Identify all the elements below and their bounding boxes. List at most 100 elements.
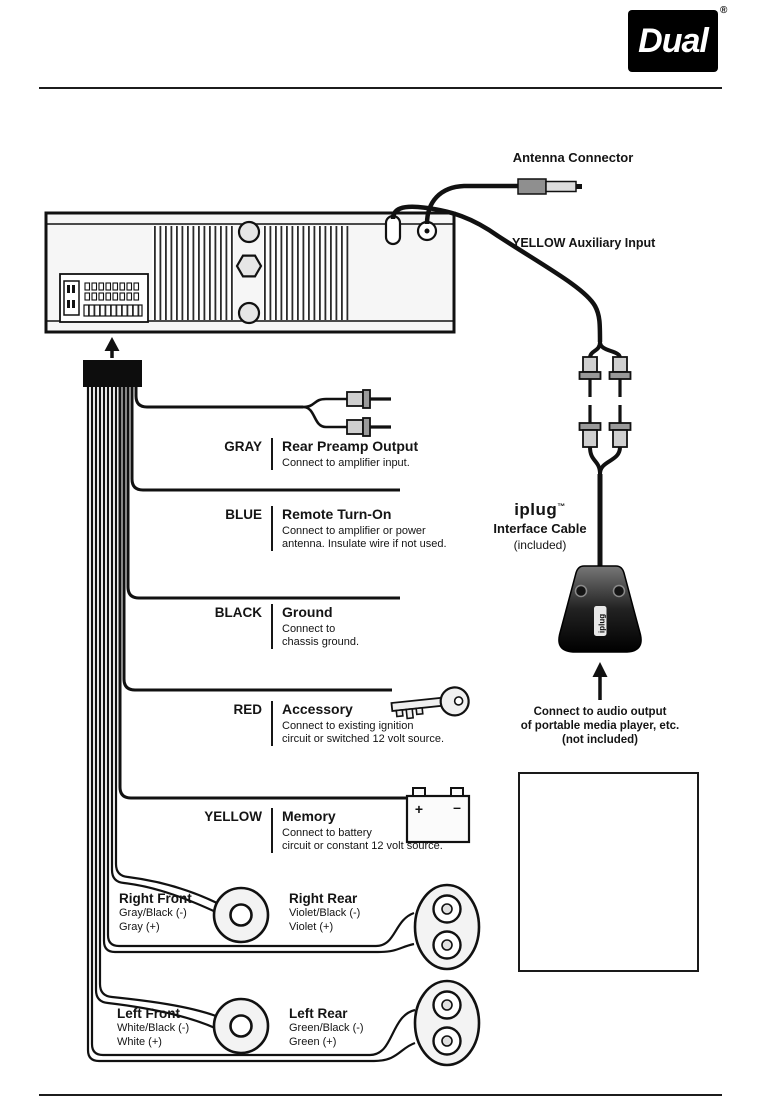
wire-right-rear bbox=[106, 387, 415, 948]
hex-nut-icon bbox=[235, 254, 263, 278]
battery-icon: + – bbox=[405, 787, 471, 844]
wire-desc: Connect to amplifier or power antenna. I… bbox=[282, 525, 447, 550]
speaker-neg: Violet/Black (-) bbox=[289, 907, 361, 919]
registered-mark: ® bbox=[720, 5, 728, 16]
wire-blue bbox=[130, 387, 400, 492]
wire-desc: Connect to amplifier input. bbox=[282, 457, 410, 469]
wire-color-name: RED bbox=[233, 702, 262, 717]
wire-label-blue: BLUE Remote Turn-On Connect to amplifier… bbox=[160, 506, 447, 551]
speaker-label-left-rear: Left Rear Green/Black (-) Green (+) bbox=[289, 1006, 364, 1049]
label-divider bbox=[271, 701, 273, 746]
brand-logo-text: Dual bbox=[638, 21, 709, 60]
iplug-wordmark: iplug bbox=[514, 500, 558, 519]
speaker-left-front-icon bbox=[212, 997, 270, 1055]
brand-logo: Dual bbox=[628, 10, 718, 72]
rca-plug-right-bottom-icon bbox=[346, 417, 391, 437]
antenna-connector-label: Antenna Connector bbox=[512, 150, 634, 165]
rca-plug-up-left-icon bbox=[578, 405, 602, 448]
wire-yellow bbox=[118, 387, 407, 800]
media-player-note: Connect to audio output of portable medi… bbox=[520, 706, 680, 746]
antenna-cable bbox=[424, 183, 518, 225]
iplug-included-label: (included) bbox=[513, 538, 567, 552]
heatsink-fins-left bbox=[152, 226, 234, 320]
label-divider bbox=[271, 506, 273, 551]
rca-plug-down-right-icon bbox=[608, 356, 632, 397]
head-unit-rear-view bbox=[44, 211, 456, 334]
wire-text: Memory Connect to battery circuit or con… bbox=[282, 808, 443, 853]
aux-cable bbox=[390, 204, 603, 343]
wire-label-black: BLACK Ground Connect to chassis ground. bbox=[160, 604, 359, 649]
empty-notes-box bbox=[518, 772, 699, 972]
label-divider bbox=[271, 604, 273, 649]
bottom-divider bbox=[39, 1094, 722, 1096]
speaker-neg: Green/Black (-) bbox=[289, 1022, 364, 1034]
wire-label-yellow: YELLOW Memory Connect to battery circuit… bbox=[160, 808, 443, 853]
battery-plus-label: + bbox=[415, 801, 423, 817]
rca-plug-down-left-icon bbox=[578, 356, 602, 397]
aux-rca-chain bbox=[578, 341, 632, 566]
speaker-left-rear-icon bbox=[413, 979, 481, 1067]
harness-connector-socket bbox=[59, 273, 149, 323]
speaker-name: Left Rear bbox=[289, 1006, 348, 1021]
wire-red bbox=[122, 387, 392, 692]
speaker-pos: Green (+) bbox=[289, 1035, 337, 1048]
speaker-label-right-front: Right Front Gray/Black (-) Gray (+) bbox=[119, 891, 192, 934]
wire-title: Accessory bbox=[282, 701, 353, 717]
iplug-device-label: iplug bbox=[598, 614, 607, 633]
screw-bottom-icon bbox=[237, 301, 261, 325]
harness-arrow-up-icon bbox=[104, 337, 120, 358]
wire-black bbox=[126, 387, 400, 600]
wire-color-name: YELLOW bbox=[204, 809, 262, 824]
wire-text: Rear Preamp Output Connect to amplifier … bbox=[282, 438, 418, 470]
speaker-right-rear-icon bbox=[413, 883, 481, 971]
harness-wires bbox=[86, 387, 416, 1063]
harness-plug-block bbox=[83, 360, 142, 387]
wire-color-name: GRAY bbox=[224, 439, 262, 454]
iplug-caption: iplug™ Interface Cable (included) bbox=[465, 500, 615, 552]
speaker-name: Right Rear bbox=[289, 891, 358, 906]
wire-left-rear bbox=[90, 387, 416, 1057]
wire-desc: Connect to existing ignition circuit or … bbox=[282, 720, 445, 745]
adapter-arrow-up-icon bbox=[592, 662, 608, 700]
speaker-name: Left Front bbox=[117, 1006, 180, 1021]
rca-plug-right-top-icon bbox=[346, 389, 391, 409]
speaker-neg: White/Black (-) bbox=[117, 1022, 190, 1034]
aux-color-name: YELLOW bbox=[512, 236, 566, 250]
wire-color-name: BLACK bbox=[214, 605, 262, 620]
speaker-label-left-front: Left Front White/Black (-) White (+) bbox=[117, 1006, 189, 1049]
key-icon bbox=[390, 686, 470, 720]
wire-title: Memory bbox=[282, 808, 336, 824]
wire-desc: Connect to chassis ground. bbox=[282, 623, 360, 648]
wire-right-front bbox=[114, 387, 218, 904]
wire-color-name: BLUE bbox=[225, 507, 262, 522]
wire-text: Ground Connect to chassis ground. bbox=[282, 604, 359, 649]
wire-gray bbox=[134, 387, 303, 409]
aux-label-rest: Auxiliary Input bbox=[565, 236, 656, 250]
wire-title: Ground bbox=[282, 604, 333, 620]
speaker-neg: Gray/Black (-) bbox=[119, 907, 187, 919]
speaker-pos: Gray (+) bbox=[119, 920, 160, 933]
label-divider bbox=[271, 808, 273, 853]
battery-minus-label: – bbox=[453, 799, 461, 815]
preamp-rca-plugs bbox=[346, 389, 391, 437]
rca-plug-up-right-icon bbox=[608, 405, 632, 448]
wire-label-red: RED Accessory Connect to existing igniti… bbox=[160, 701, 444, 746]
aux-input-jack bbox=[384, 214, 402, 246]
iplug-adapter: iplug bbox=[558, 565, 642, 653]
speaker-label-right-rear: Right Rear Violet/Black (-) Violet (+) bbox=[289, 891, 360, 934]
label-divider bbox=[271, 438, 273, 470]
speaker-name: Right Front bbox=[119, 891, 192, 906]
antenna-connector-icon bbox=[517, 178, 582, 195]
wire-title: Rear Preamp Output bbox=[282, 438, 419, 454]
top-divider bbox=[39, 87, 722, 89]
wire-label-gray: GRAY Rear Preamp Output Connect to ampli… bbox=[160, 438, 418, 470]
wire-text: Remote Turn-On Connect to amplifier or p… bbox=[282, 506, 447, 551]
wire-title: Remote Turn-On bbox=[282, 506, 392, 522]
wire-text: Accessory Connect to existing ignition c… bbox=[282, 701, 444, 746]
iplug-cable-label: Interface Cable bbox=[493, 521, 587, 536]
wire-left-front bbox=[98, 387, 217, 1018]
heatsink-fins-right bbox=[263, 226, 349, 320]
aux-input-label: YELLOW Auxiliary Input bbox=[512, 236, 655, 250]
